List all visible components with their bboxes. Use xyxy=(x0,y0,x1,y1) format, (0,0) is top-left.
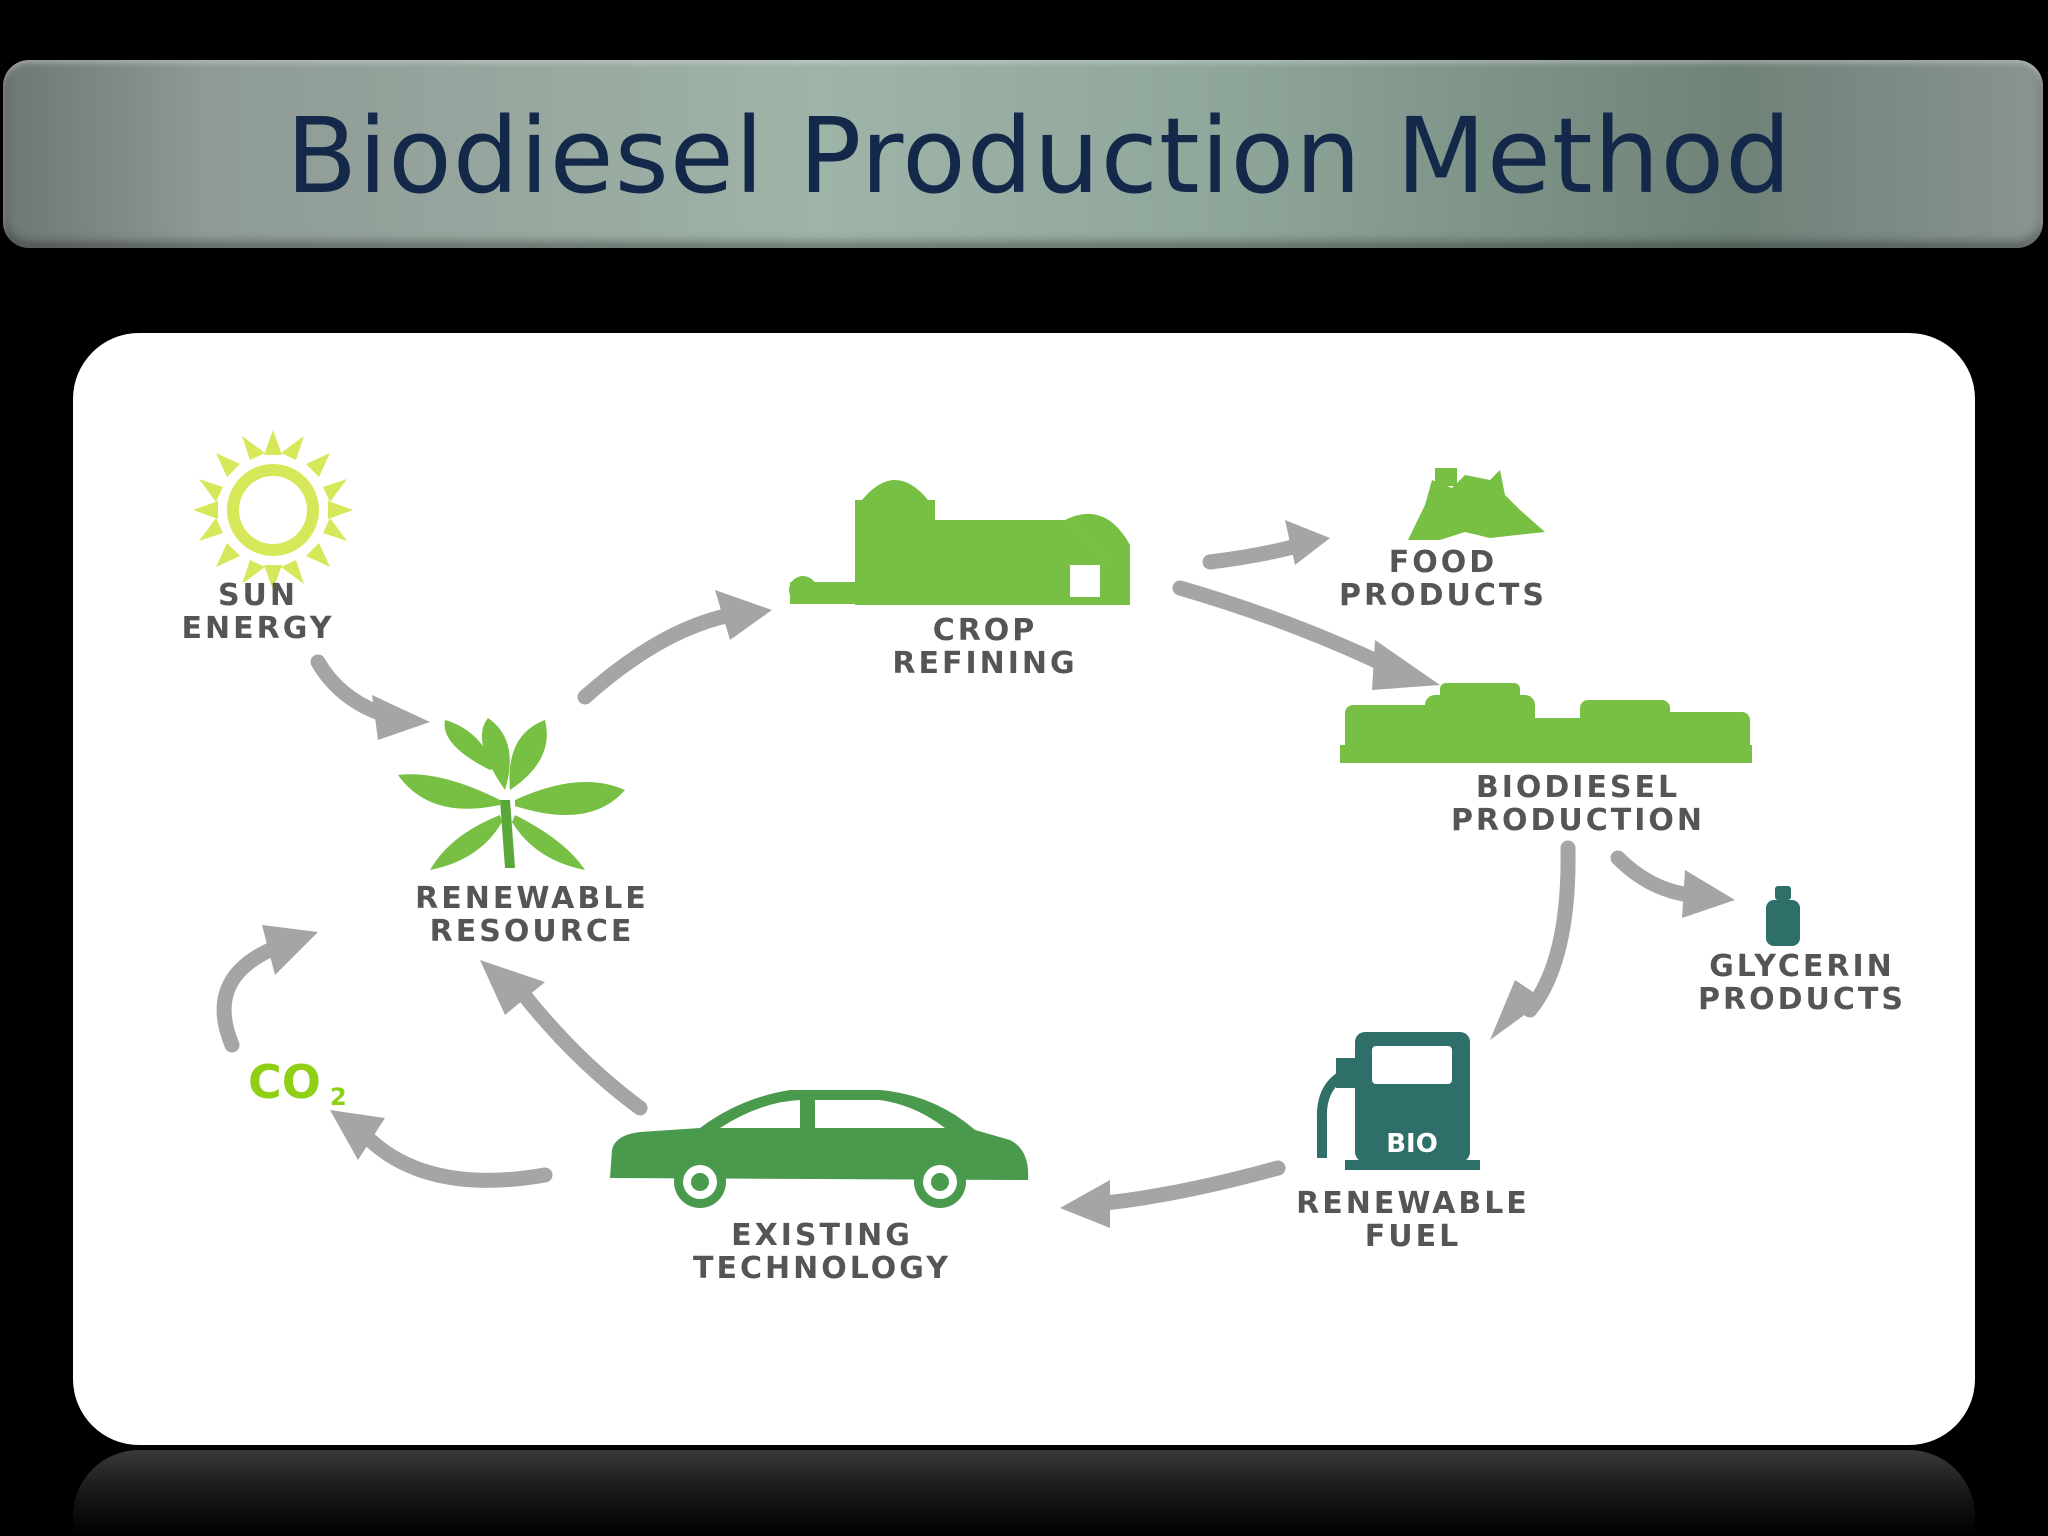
arrow-fuel-to-car xyxy=(1097,1160,1286,1211)
existing-technology-label-1: EXISTING xyxy=(731,1218,913,1253)
renewable-fuel-label-1: RENEWABLE xyxy=(1296,1186,1530,1221)
car-icon xyxy=(610,1090,1029,1208)
sun-icon xyxy=(193,430,353,590)
arrow-crop-to-food xyxy=(1202,537,1308,570)
fuel-pump-icon: BIO xyxy=(1316,1032,1480,1170)
biodiesel-production-label-1: BIODIESEL xyxy=(1476,770,1680,805)
crop-refining-label-1: CROP xyxy=(933,613,1038,648)
co2-main-text: CO xyxy=(248,1055,321,1109)
farm-barn-icon xyxy=(789,480,1130,605)
bottle-icon xyxy=(1766,886,1800,946)
arrow-crop-to-biodiesel xyxy=(1172,580,1393,673)
renewable-resource-label-1: RENEWABLE xyxy=(415,881,649,916)
arrow-car-to-co2 xyxy=(362,1132,553,1188)
biodiesel-production-label-2: PRODUCTION xyxy=(1451,803,1705,838)
plant-icon xyxy=(398,718,625,870)
sun-energy-label-1: SUN xyxy=(218,578,298,613)
panel-reflection xyxy=(73,1450,1975,1536)
arrow-biodiesel-to-fuel xyxy=(1522,840,1576,1018)
cycle-arrows xyxy=(216,520,1735,1228)
food-products-label-2: PRODUCTS xyxy=(1339,578,1547,613)
glycerin-products-label-2: PRODUCTS xyxy=(1698,982,1906,1017)
arrow-car-to-resource xyxy=(512,982,648,1116)
arrow-biodiesel-to-glycerin xyxy=(1610,850,1698,903)
sun-energy-label-2: ENERGY xyxy=(182,611,335,646)
pump-bio-text: BIO xyxy=(1386,1129,1438,1159)
co2-subscript-text: 2 xyxy=(330,1083,347,1111)
title-bar xyxy=(3,60,2043,248)
factory-tanks-icon xyxy=(1340,683,1752,763)
crop-refining-label-2: REFINING xyxy=(892,646,1077,681)
food-products-icon xyxy=(1408,468,1545,540)
arrow-co2-to-resource xyxy=(216,942,278,1053)
co2-label: CO 2 xyxy=(248,1055,347,1111)
arrow-resource-to-crop xyxy=(577,607,738,705)
existing-technology-label-2: TECHNOLOGY xyxy=(693,1251,951,1286)
renewable-resource-label-2: RESOURCE xyxy=(430,914,635,949)
food-products-label-1: FOOD xyxy=(1389,545,1497,580)
slide-title: Biodiesel Production Method xyxy=(285,95,1793,217)
renewable-fuel-label-2: FUEL xyxy=(1365,1219,1461,1254)
glycerin-products-label-1: GLYCERIN xyxy=(1709,949,1895,984)
